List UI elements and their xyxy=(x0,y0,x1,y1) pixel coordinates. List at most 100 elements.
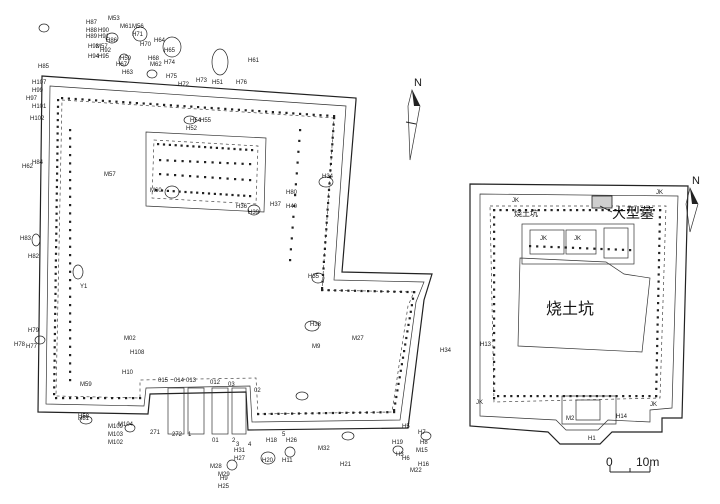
feature-label: H21 xyxy=(340,462,352,468)
post-hole xyxy=(648,395,651,398)
post-hole xyxy=(56,119,59,122)
post-hole xyxy=(524,209,528,212)
post-hole xyxy=(263,412,266,416)
post-hole xyxy=(299,112,302,115)
feature-label: H107 xyxy=(32,80,47,86)
feature-label: 5 xyxy=(282,432,286,438)
feature-label: H86 xyxy=(106,38,118,44)
post-hole xyxy=(204,146,207,149)
post-hole xyxy=(172,190,175,193)
post-hole xyxy=(55,179,59,182)
feature-label: H51 xyxy=(212,80,224,86)
post-hole xyxy=(493,223,496,226)
post-hole xyxy=(122,101,125,104)
post-hole xyxy=(589,395,592,398)
post-hole xyxy=(655,352,659,355)
post-hole xyxy=(658,237,661,240)
post-hole xyxy=(69,162,72,165)
post-hole xyxy=(588,209,591,212)
post-hole xyxy=(226,162,229,165)
post-hole xyxy=(69,295,72,298)
post-hole xyxy=(129,101,132,104)
post-hole xyxy=(586,247,589,250)
post-hole xyxy=(55,397,58,400)
post-hole xyxy=(602,395,605,398)
post-hole xyxy=(249,179,252,182)
post-hole xyxy=(56,172,59,175)
post-hole xyxy=(398,376,401,379)
post-hole xyxy=(285,111,288,114)
post-hole xyxy=(550,209,553,212)
post-hole xyxy=(323,254,326,257)
label-h1: H1 xyxy=(588,436,596,442)
feature-label: H3 xyxy=(396,452,404,458)
post-hole xyxy=(294,183,297,186)
post-hole xyxy=(54,259,57,262)
post-hole xyxy=(56,159,59,162)
feature-label: 012 xyxy=(210,380,221,386)
post-hole xyxy=(277,412,280,415)
central-building-outline xyxy=(145,131,267,213)
post-hole xyxy=(397,382,400,385)
post-hole xyxy=(55,185,58,189)
post-hole xyxy=(211,176,214,179)
compass-left-label: N xyxy=(414,77,422,89)
post-hole xyxy=(657,302,660,305)
post-hole xyxy=(174,144,177,147)
post-hole xyxy=(401,356,405,359)
burnt-pit-small-label: 烧土坑 xyxy=(514,208,538,218)
post-hole xyxy=(325,221,328,224)
post-hole xyxy=(163,103,166,106)
feature-label: H81 xyxy=(78,416,90,422)
post-hole xyxy=(168,143,171,146)
post-hole xyxy=(608,395,612,398)
post-hole xyxy=(639,209,642,212)
feature-label: 014 xyxy=(174,378,185,384)
burnt-pit-outline xyxy=(517,257,651,353)
post-hole xyxy=(523,395,526,398)
jk-label-2: JK xyxy=(540,236,547,242)
feature-label: H20 xyxy=(262,458,274,464)
post-hole xyxy=(493,368,496,371)
post-hole xyxy=(227,147,230,150)
post-hole xyxy=(582,209,585,212)
post-hole xyxy=(54,279,57,282)
post-hole xyxy=(69,379,72,382)
post-hole xyxy=(655,373,658,376)
post-hole xyxy=(326,215,329,218)
post-hole xyxy=(607,248,610,251)
post-hole xyxy=(345,411,348,414)
post-hole xyxy=(69,270,72,273)
post-hole xyxy=(69,212,72,215)
feature-label: M60 xyxy=(150,188,162,194)
feature-label: H94 xyxy=(88,54,100,60)
post-hole xyxy=(97,397,100,400)
north-arrow-left: N xyxy=(405,77,422,161)
feature-label: 271 xyxy=(150,430,161,436)
post-hole xyxy=(338,411,341,414)
feature-label: H71 xyxy=(132,32,144,38)
feature-label: 02 xyxy=(254,388,261,394)
feature-label: M22 xyxy=(410,468,422,474)
post-hole xyxy=(224,107,227,110)
post-hole xyxy=(69,195,72,198)
post-hole xyxy=(292,112,295,115)
post-hole xyxy=(162,143,166,146)
feature-label: H65 xyxy=(164,48,176,54)
feature-label: 2 xyxy=(232,438,236,444)
feature-label: M9 xyxy=(312,344,321,350)
feature-label: H73 xyxy=(196,78,208,84)
post-hole xyxy=(69,304,72,307)
post-hole xyxy=(183,105,186,108)
post-hole xyxy=(157,143,160,146)
post-hole xyxy=(556,395,559,398)
post-hole xyxy=(340,289,343,292)
post-hole xyxy=(178,190,181,193)
feature-label: H52 xyxy=(186,126,198,132)
post-hole xyxy=(174,174,177,177)
post-hole xyxy=(76,397,79,400)
post-hole xyxy=(211,161,214,164)
post-hole xyxy=(571,246,575,249)
post-hole xyxy=(394,402,397,405)
